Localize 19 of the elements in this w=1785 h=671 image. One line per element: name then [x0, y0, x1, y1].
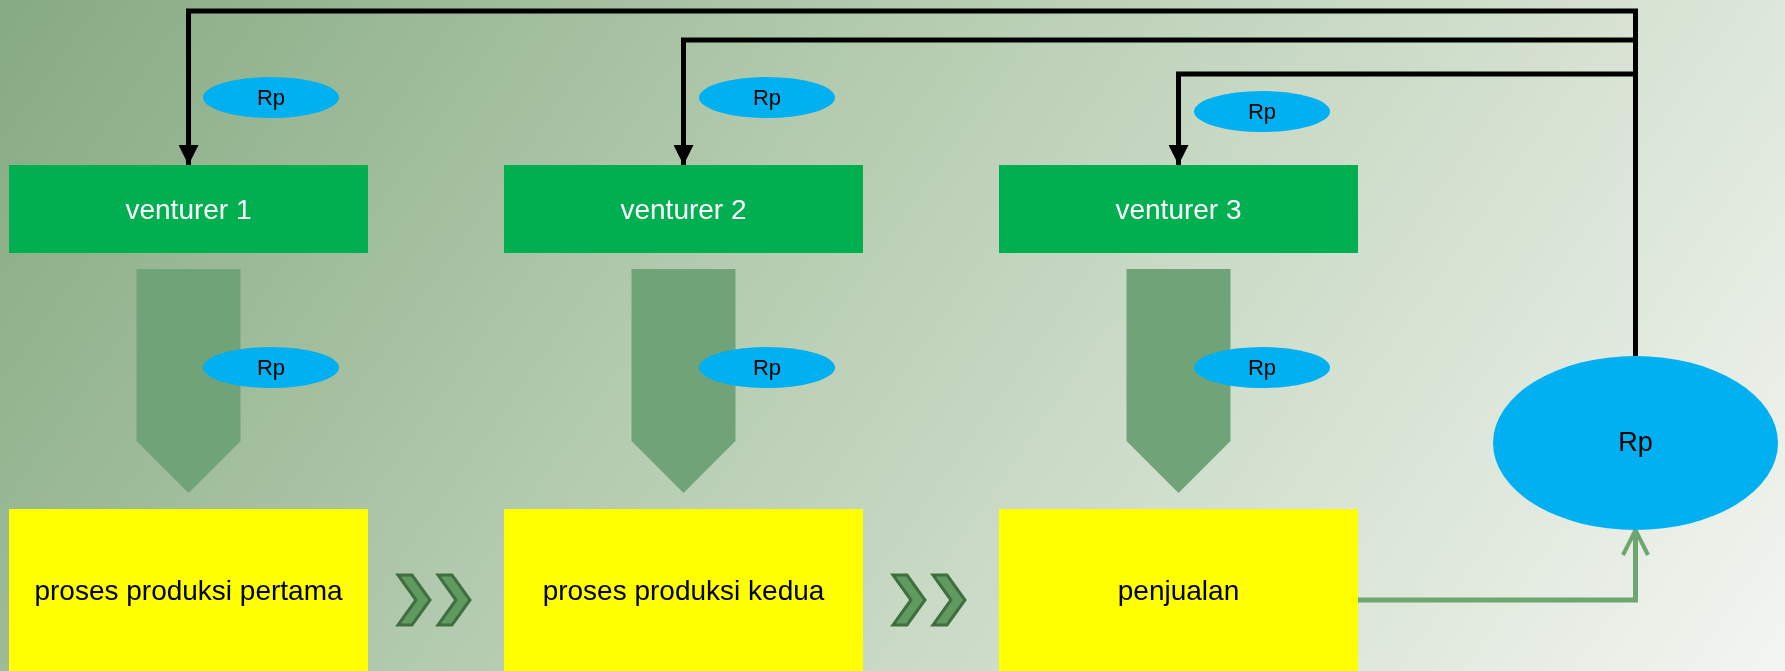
process-box: proses produksi kedua [504, 509, 863, 671]
block-arrow [136, 269, 241, 493]
money-oval: Rp [203, 347, 339, 388]
process-box: proses produksi pertama [9, 509, 368, 671]
money-oval: Rp [699, 77, 835, 118]
money-oval: Rp [1194, 91, 1330, 132]
venturer-box: venturer 3 [999, 165, 1358, 253]
double-chevron-arrow [890, 573, 967, 627]
arrow [1358, 528, 1650, 603]
block-arrow [1126, 269, 1231, 493]
double-chevron-arrow [395, 573, 472, 627]
process-box: penjualan [999, 509, 1358, 671]
money-oval: Rp [699, 347, 835, 388]
block-arrow [631, 269, 736, 493]
venturer-box: venturer 2 [504, 165, 863, 253]
money-oval: Rp [1493, 356, 1778, 530]
money-oval: Rp [203, 77, 339, 118]
venturer-box: venturer 1 [9, 165, 368, 253]
money-oval: Rp [1194, 347, 1330, 388]
